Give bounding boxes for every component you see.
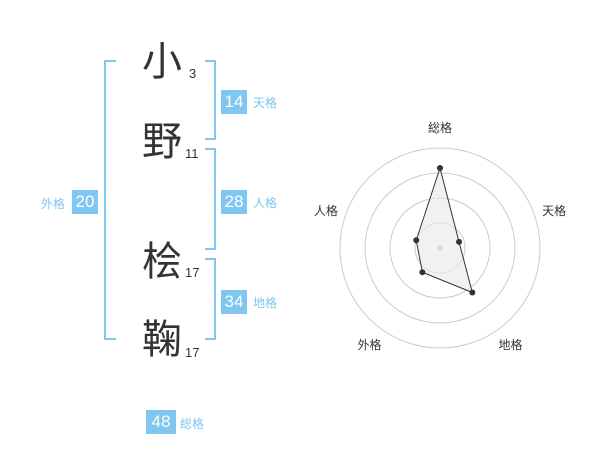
soukaku-label: 総格 [180,417,205,431]
name-char-2: 野 [142,119,182,165]
radar-ring-4 [339,147,541,349]
chikaku-label: 地格 [253,296,278,310]
gaikaku-bracket [104,60,116,340]
tenkaku-value: 14 [221,90,247,114]
radar-points [413,165,476,296]
radar-point-4 [419,269,426,276]
tenkaku-label: 天格 [253,96,278,110]
chikaku-value: 34 [221,290,247,314]
name-char-4: 鞠 [142,317,182,363]
gaikaku-value: 20 [72,190,98,214]
radar-polygon [415,166,474,294]
radar-point-3 [469,289,476,296]
radar-point-2 [456,238,463,245]
soukaku-value: 48 [146,410,176,434]
radar-point-5 [413,237,420,244]
name-char-1: 小 [142,39,182,85]
stroke-count-4: 17 [185,345,200,360]
gaikaku-label: 外格 [41,197,66,211]
radar-axis-label-1: 総格 [428,120,452,135]
jinkaku-label: 人格 [253,196,278,210]
radar-axis-label-5: 人格 [314,203,338,218]
stroke-count-3: 17 [185,265,200,280]
radar-axis-label-3: 地格 [499,337,523,352]
stroke-count-1: 3 [189,66,197,81]
jinkaku-bracket [205,148,216,250]
radar-point-1 [437,165,443,171]
radar-axis-label-4: 外格 [357,337,381,352]
stroke-count-2: 11 [185,146,199,161]
radar-axis-label-2: 天格 [542,203,566,218]
jinkaku-value: 28 [221,190,247,214]
name-char-3: 桧 [142,239,182,285]
chikaku-bracket [205,258,216,340]
tenkaku-bracket [205,60,216,140]
